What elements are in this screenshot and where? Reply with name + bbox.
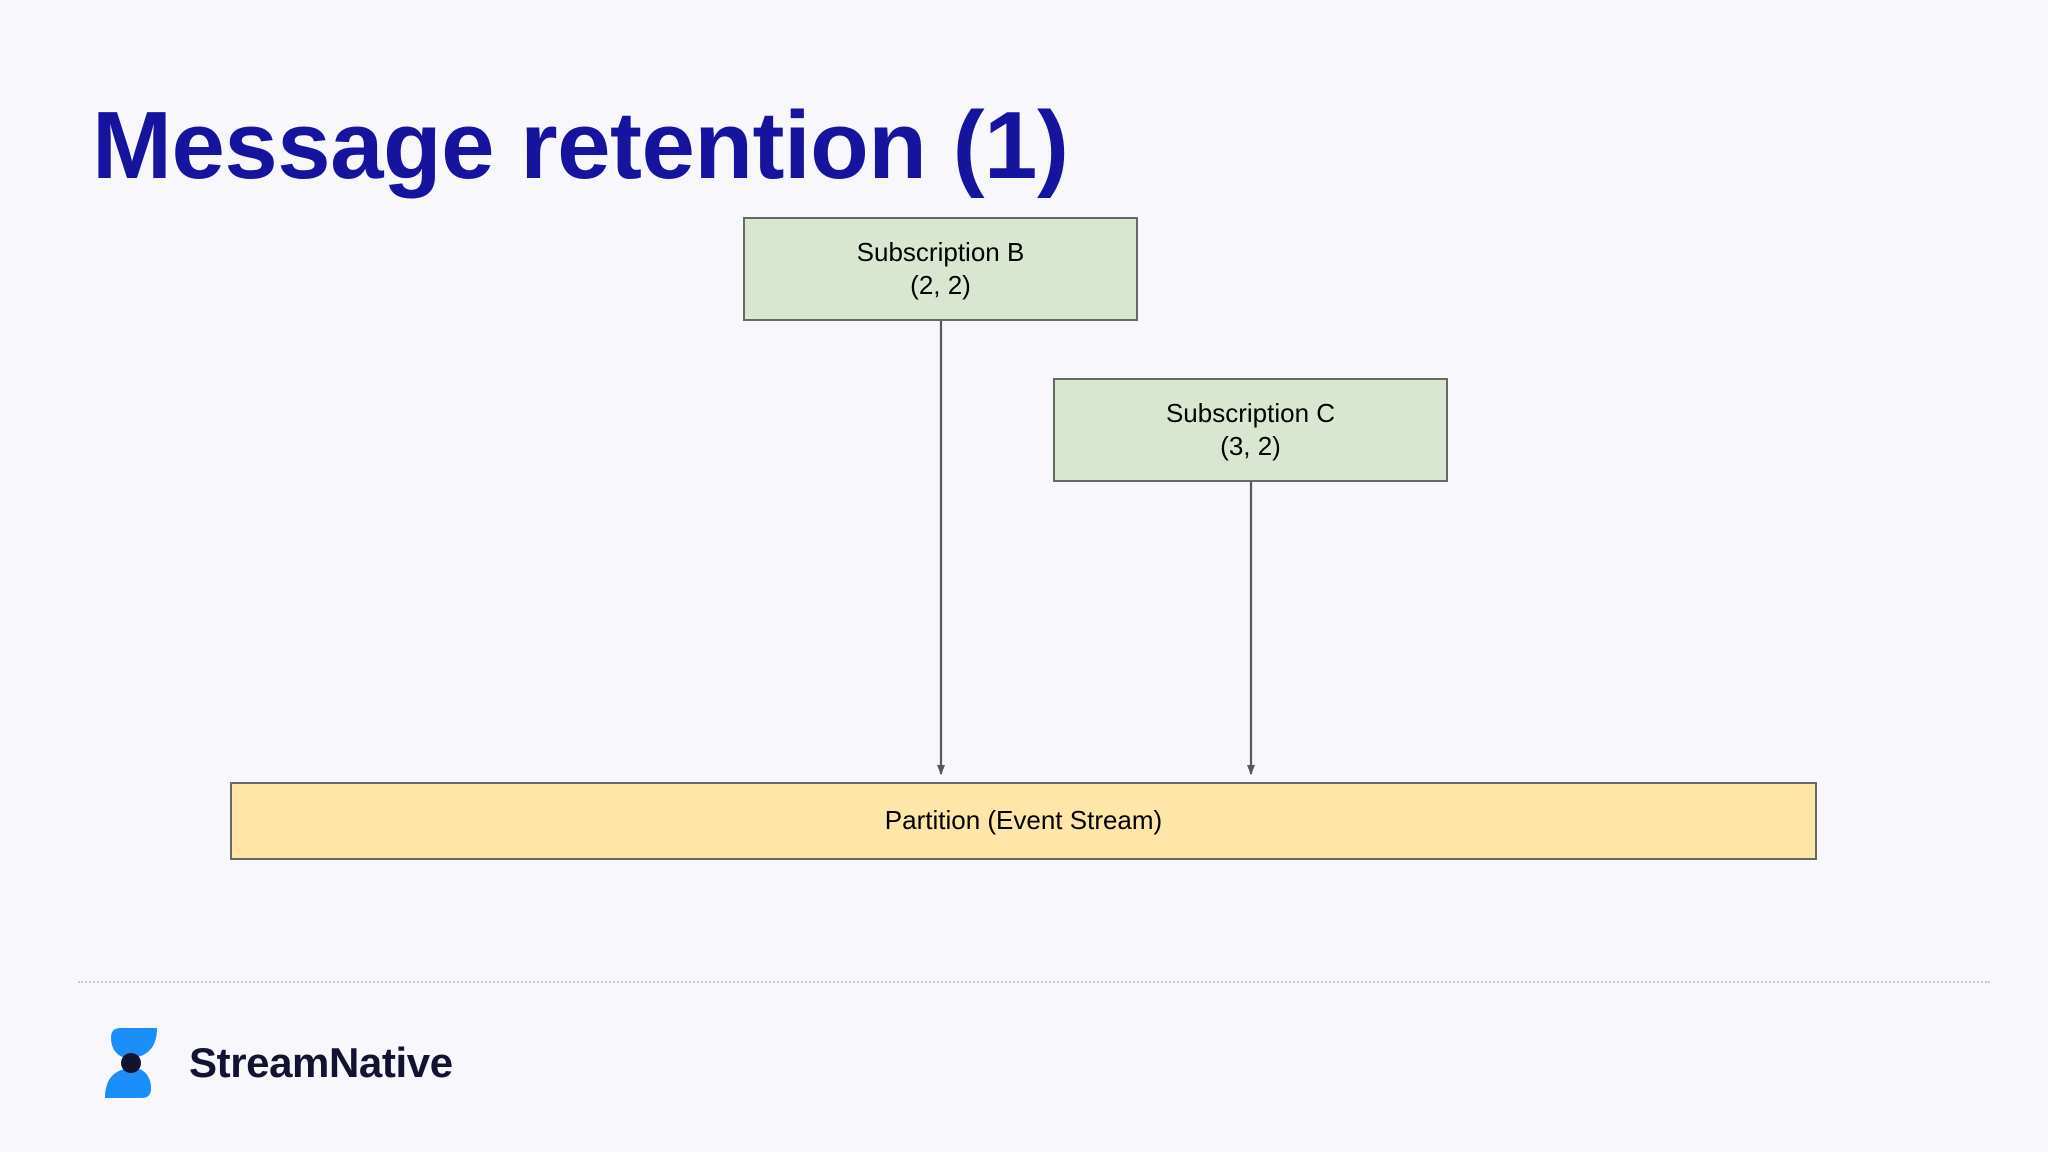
node-subscription-b-value: (2, 2) bbox=[910, 270, 971, 300]
node-subscription-c-label: Subscription C bbox=[1165, 397, 1336, 428]
node-partition-label: Partition (Event Stream) bbox=[884, 805, 1163, 836]
brand-logo: StreamNative bbox=[95, 1024, 453, 1102]
node-partition[interactable]: Partition (Event Stream) bbox=[230, 782, 1817, 860]
page-title: Message retention (1) bbox=[92, 92, 1069, 200]
node-subscription-c-value: (3, 2) bbox=[1220, 431, 1281, 461]
node-subscription-b[interactable]: Subscription B (2, 2) bbox=[743, 217, 1138, 321]
footer-divider bbox=[78, 981, 1990, 983]
brand-name: StreamNative bbox=[189, 1039, 453, 1086]
node-subscription-b-label: Subscription B bbox=[856, 236, 1025, 267]
node-subscription-c[interactable]: Subscription C (3, 2) bbox=[1053, 378, 1448, 482]
streamnative-logo-icon bbox=[105, 1028, 157, 1098]
